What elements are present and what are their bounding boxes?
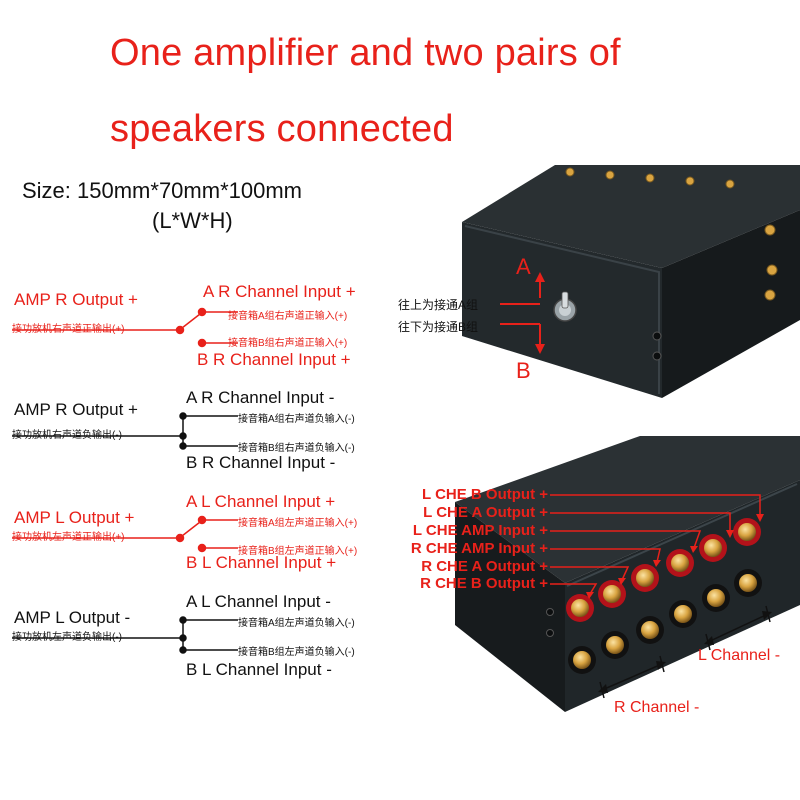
diagram-1-a-cn: 接音箱A组右声道正输入(+) xyxy=(228,311,348,322)
size-line-1: Size: 150mm*70mm*100mm xyxy=(22,178,302,203)
title-line-1: One amplifier and two pairs of xyxy=(110,32,621,74)
diagram-1-b-label: B R Channel Input + xyxy=(197,350,351,369)
diagram-4-a-label: A L Channel Input - xyxy=(186,592,331,611)
size-line-2: (L*W*H) xyxy=(152,208,233,233)
title-line-2: speakers connected xyxy=(110,108,454,150)
front-up-cn: 往上为接通A组 xyxy=(398,298,479,312)
terminal-label-l-amp-in: L CHE AMP Input + xyxy=(412,522,548,539)
front-down-cn: 往下为接通B组 xyxy=(398,320,479,334)
front-letter-a: A xyxy=(516,254,531,279)
terminal-label-r-amp-in: R CHE AMP Input + xyxy=(410,540,548,557)
terminal-leader-lines xyxy=(550,494,761,595)
diagram-4-a-cn: 接音箱A组左声道负输入(-) xyxy=(238,618,355,629)
terminal-label-r-a-out: R CHE A Output + xyxy=(421,558,548,575)
terminal-label-l-b-out: L CHE B Output + xyxy=(422,486,548,503)
r-channel-label: R Channel - xyxy=(614,699,700,716)
diagram-4-b-cn: 接音箱B组左声道负输入(-) xyxy=(238,647,355,658)
diagram-4-common xyxy=(12,616,238,654)
diagram-2-b-label: B R Channel Input - xyxy=(186,453,336,472)
diagram-4-b-label: B L Channel Input - xyxy=(186,660,332,679)
diagram-1-amp-label: AMP R Output + xyxy=(14,290,138,309)
diagram-2-b-cn: 接音箱B组右声道负输入(-) xyxy=(238,443,355,454)
terminal-row-upper xyxy=(566,518,761,622)
diagram-4-amp-label: AMP L Output - xyxy=(14,608,131,627)
terminal-row-lower xyxy=(568,569,762,674)
diagram-1-b-cn: 接音箱B组右声道正输入(+) xyxy=(228,338,348,349)
diagram-3-b-label: B L Channel Input + xyxy=(186,553,337,572)
diagram-3-b-cn: 接音箱B组左声道正输入(+) xyxy=(238,546,358,557)
diagram-2-common xyxy=(12,412,238,450)
l-channel-label: L Channel - xyxy=(698,647,781,664)
diagram-2-a-label: A R Channel Input - xyxy=(186,388,335,407)
toggle-switch-icon xyxy=(553,291,577,322)
front-box xyxy=(462,165,800,398)
diagram-2-amp-label: AMP R Output + xyxy=(14,400,138,419)
diagram-1-switch xyxy=(12,307,238,348)
terminal-label-r-b-out: R CHE B Output + xyxy=(420,575,548,592)
diagram-3-amp-label: AMP L Output + xyxy=(14,508,135,527)
diagram-3-switch xyxy=(12,515,238,553)
terminal-label-l-a-out: L CHE A Output + xyxy=(423,504,548,521)
diagram-2-a-cn: 接音箱A组右声道负输入(-) xyxy=(238,414,355,425)
front-letter-b: B xyxy=(516,358,531,383)
diagram-1-a-label: A R Channel Input + xyxy=(203,282,356,301)
diagram-3-a-cn: 接音箱A组左声道正输入(+) xyxy=(238,518,358,529)
diagram-3-a-label: A L Channel Input + xyxy=(186,492,336,511)
